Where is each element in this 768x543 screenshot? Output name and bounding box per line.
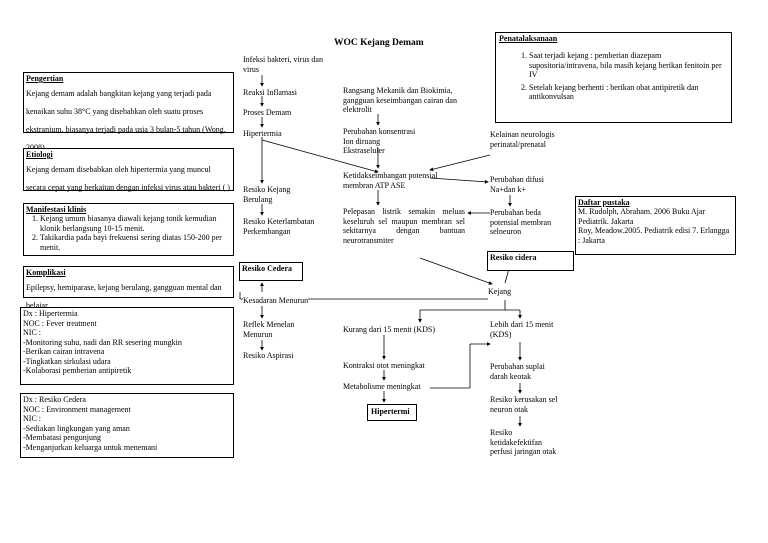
node-lebih-15: Lebih dari 15 menit (KDS) [490,320,554,339]
node-reaksi-inflamasi: Reaksi Inflamasi [243,88,297,97]
node-pelepasan: Pelepasan listrik semakin meluas keselur… [343,207,465,245]
penatalaksanaan-heading: Penatalaksanaan [499,34,558,43]
node-metabolisme: Metabolisme meningkat [343,382,421,391]
penatalaksanaan-box: Penatalaksanaan Saat terjadi kejang : pe… [495,32,732,123]
manifestasi-item: Kejang umum biasanya diawali kejang toni… [40,214,231,233]
dx2-line: -Membatasi pengunjung [23,433,101,442]
manifestasi-heading: Manifestasi klinis [26,205,87,214]
dx-resiko-cedera-box: Dx : Resiko Cedera NOC : Environment man… [20,393,234,458]
node-hipertermi: Hipertermi [367,404,417,421]
etiologi-text: Kejang demam disebabkan oleh hipertermia… [26,165,230,192]
node-hipertermia: Hipertermia [243,129,282,138]
dx1-line: -Berikan cairan intravena [23,347,105,356]
dx1-line: -Monitoring suhu, nadi dan RR sesering m… [23,337,182,347]
dx2-line: -Sediakan lingkungan yang aman [23,423,130,433]
komplikasi-text: Epilepsy, hemiparase, kejang berulang, g… [26,283,222,310]
pustaka-heading: Daftar pustaka [578,198,630,207]
dx1-line: -Kolaborasi pemberian antipiretik [23,366,132,375]
node-refleks: Reflek Menelan Menurun [243,320,295,339]
node-kesadaran: Kesadaran Menurun [243,296,309,306]
penatalaksanaan-item: Setelah kejang berhenti : berikan obat a… [529,83,728,102]
dx2-line: NOC : Environment management [23,404,131,414]
pustaka-line: M. Rudolph, Abraham. 2006 Buku Ajar Pedi… [578,207,706,226]
pengertian-heading: Pengertian [26,74,64,83]
node-resiko-cidera-right: Resiko cidera [487,251,574,271]
diagram-title: WOC Kejang Demam [334,38,424,48]
node-resiko-ketidakefektifan: Resiko ketidakefektifan perfusi jaringan… [490,428,557,456]
node-infeksi: Infeksi bakteri, virus dan virus [243,55,323,74]
node-kontraksi: Kontraksi otot meningkat [343,361,425,370]
manifestasi-item: Takikardia pada bayi frekuensi sering di… [40,233,231,252]
node-resiko-aspirasi: Resiko Aspirasi [243,351,294,360]
node-kurang-15: Kurang dari 15 menit (KDS) [343,325,435,334]
penatalaksanaan-item: Saat terjadi kejang : pemberian diazepam… [529,51,728,80]
node-perubahan-difusi: Perubahan difusi Na+dan k+ [490,175,544,194]
dx2-line: Dx : Resiko Cedera [23,395,86,404]
manifestasi-box: Manifestasi klinis Kejang umum biasanya … [23,203,234,256]
pustaka-line: Roy, Meadow.2005. Pediatrik edisi 7. Erl… [578,226,730,245]
dx1-line: Dx : Hipertermia [23,309,78,318]
dx1-line: NOC : Fever treatment [23,318,97,328]
etiologi-box: Etiologi Kejang demam disebabkan oleh hi… [23,148,234,192]
daftar-pustaka-box: Daftar pustaka M. Rudolph, Abraham. 2006… [575,196,736,255]
node-beda-potensial: Perubahan beda potensial membran selneur… [490,208,552,236]
node-ketidakseimbangan: Ketidakseimbangan potensial membran ATP … [343,171,438,190]
komplikasi-box: Komplikasi Epilepsy, hemiparase, kejang … [23,266,234,310]
etiologi-heading: Etiologi [26,150,53,159]
dx1-line: -Tingkatkan sirkulasi udara [23,356,111,366]
dx2-line: NIC : [23,414,41,423]
node-resiko-kerusakan: Resiko kerusakan sel neuron otak [490,395,558,414]
node-kelainan-neurologis: Kelainan neurologis perinatal/prenatal [490,130,555,149]
node-perubahan-konsentrasi: Perubahan konsentrasi Ion diruang Ekstra… [343,127,416,155]
pengertian-box: Pengertian Kejang demam adalah bangkitan… [23,72,234,152]
node-perubahan-suplai: Perubahan suplai darah keotak [490,362,545,381]
node-resiko-cedera-left: Resiko Cedera [239,262,303,281]
node-kejang: Kejang [488,287,512,296]
node-resiko-kejang: Resiko Kejang Berulang [243,185,291,204]
dx-hipertermia-box: Dx : Hipertermia NOC : Fever treatment N… [20,307,234,385]
dx2-line: -Menganjurkan keluarga untuk menemani [23,442,158,452]
node-proses-demam: Proses Demam [243,108,292,117]
pengertian-text: Kejang demam adalah bangkitan kejang yan… [26,89,226,152]
komplikasi-heading: Komplikasi [26,268,66,277]
node-rangsang: Rangsang Mekanik dan Biokimia, gangguan … [343,86,457,114]
node-resiko-keterlambatan: Resiko Keterlambatan Perkembangan [243,217,315,236]
dx1-line: NIC : [23,328,41,337]
